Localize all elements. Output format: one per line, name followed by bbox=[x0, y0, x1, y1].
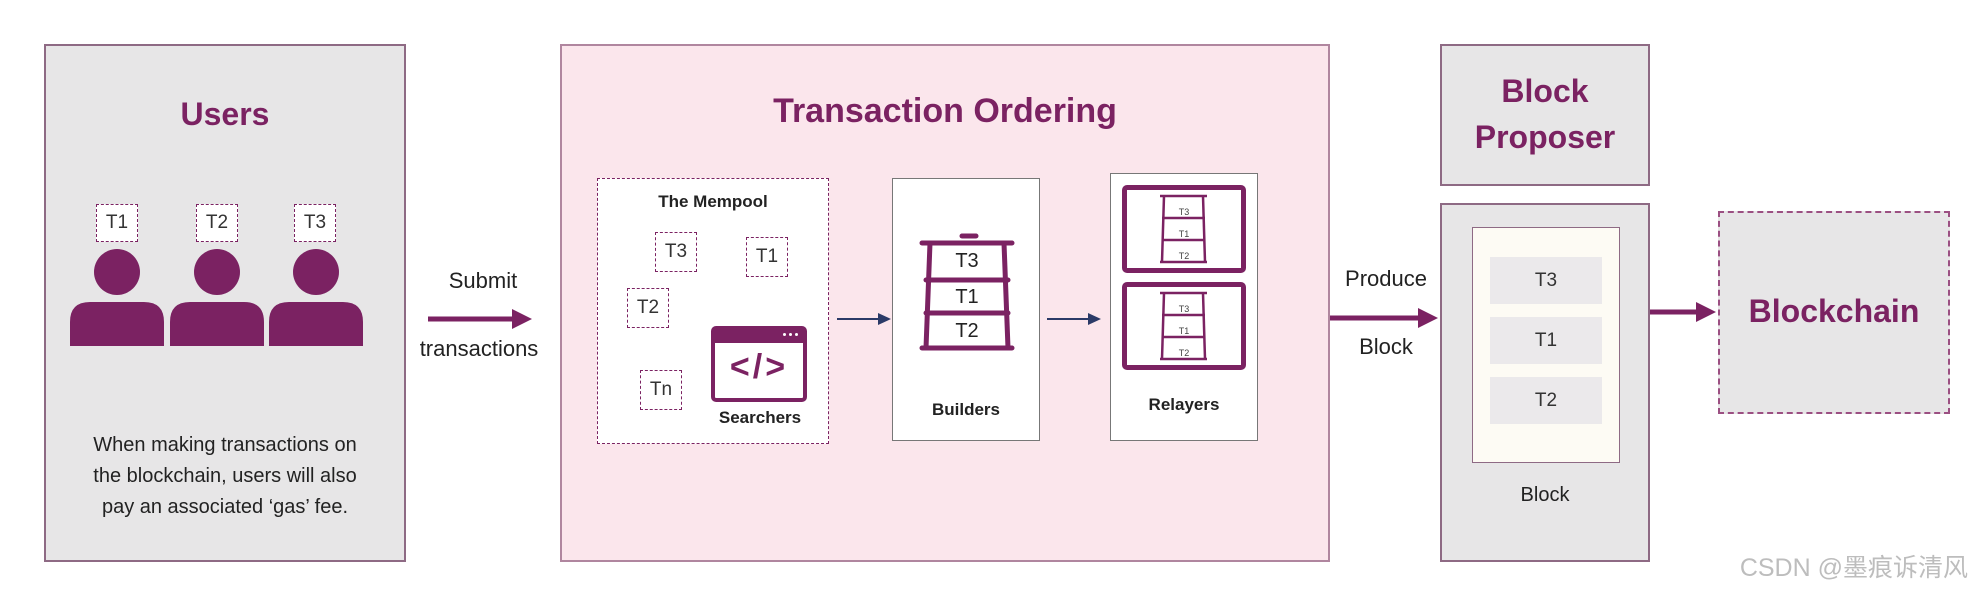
produce-label: Produce bbox=[1345, 266, 1427, 291]
user-tx-t3: T3 bbox=[294, 204, 336, 242]
block-tx: T1 bbox=[1490, 317, 1602, 364]
mempool-title: The Mempool bbox=[658, 192, 768, 211]
submit-label: Submit bbox=[448, 268, 518, 293]
relayer-mini-tx: T1 bbox=[1178, 326, 1190, 336]
block-tx: T2 bbox=[1490, 377, 1602, 424]
relayer-mini-tx: T2 bbox=[1178, 348, 1190, 358]
transaction-ordering-title: Transaction Ordering bbox=[773, 92, 1117, 130]
block-proposer-title-line: Block bbox=[1501, 73, 1589, 109]
relayers-label: Relayers bbox=[1148, 395, 1220, 414]
relayer-mini-tx-list: T3 T1 T2 bbox=[1165, 298, 1203, 364]
block-proposer-title: Block Proposer bbox=[1440, 68, 1650, 160]
produce-label-2: Block bbox=[1359, 334, 1413, 359]
mini-barrel-icon bbox=[1160, 291, 1207, 361]
submit-label-2: transactions bbox=[419, 336, 539, 361]
relayer-mini-tx: T1 bbox=[1178, 229, 1190, 239]
mempool-tx: T1 bbox=[746, 237, 788, 277]
builder-tx: T2 bbox=[955, 320, 979, 342]
searchers-label: Searchers bbox=[718, 408, 802, 427]
relayer-mini-tx-list: T3 T1 T2 bbox=[1165, 201, 1203, 267]
blockchain-title: Blockchain bbox=[1748, 293, 1920, 329]
mini-barrel-icon bbox=[1160, 194, 1207, 264]
blockchain-panel bbox=[1718, 211, 1950, 414]
user-person-icon bbox=[70, 249, 164, 346]
relayer-monitor-icon bbox=[1122, 185, 1246, 273]
user-tx-t1: T1 bbox=[96, 204, 138, 242]
builder-tx: T1 bbox=[955, 286, 979, 308]
block-label: Block bbox=[1520, 484, 1570, 506]
user-tx-t2: T2 bbox=[196, 204, 238, 242]
builders-box bbox=[892, 178, 1040, 441]
user-person-icon bbox=[269, 249, 363, 346]
user-person-icon bbox=[170, 249, 264, 346]
block-tx: T3 bbox=[1490, 257, 1602, 304]
users-description-line: pay an associated ‘gas’ fee. bbox=[101, 496, 349, 518]
code-window-icon: </> bbox=[711, 326, 807, 402]
relayer-monitor-icon bbox=[1122, 282, 1246, 370]
mempool-tx: T2 bbox=[627, 288, 669, 328]
relayer-mini-tx: T3 bbox=[1178, 207, 1190, 217]
mempool-tx: Tn bbox=[640, 370, 682, 410]
watermark: CSDN @墨痕诉清风 bbox=[1739, 554, 1968, 582]
relayer-mini-tx: T3 bbox=[1178, 304, 1190, 314]
builder-tx: T3 bbox=[955, 250, 979, 272]
code-glyph: </> bbox=[729, 348, 789, 386]
block-proposer-title-panel bbox=[1440, 44, 1650, 186]
users-description-line: When making transactions on bbox=[93, 434, 357, 456]
relayer-mini-tx: T2 bbox=[1178, 251, 1190, 261]
block-proposer-title-line: Proposer bbox=[1474, 119, 1616, 155]
users-description: When making transactions on the blockcha… bbox=[50, 430, 400, 523]
users-title: Users bbox=[180, 96, 270, 132]
users-description-line: the blockchain, users will also bbox=[93, 465, 357, 487]
mempool-tx: T3 bbox=[655, 232, 697, 272]
builders-label: Builders bbox=[931, 400, 1001, 419]
